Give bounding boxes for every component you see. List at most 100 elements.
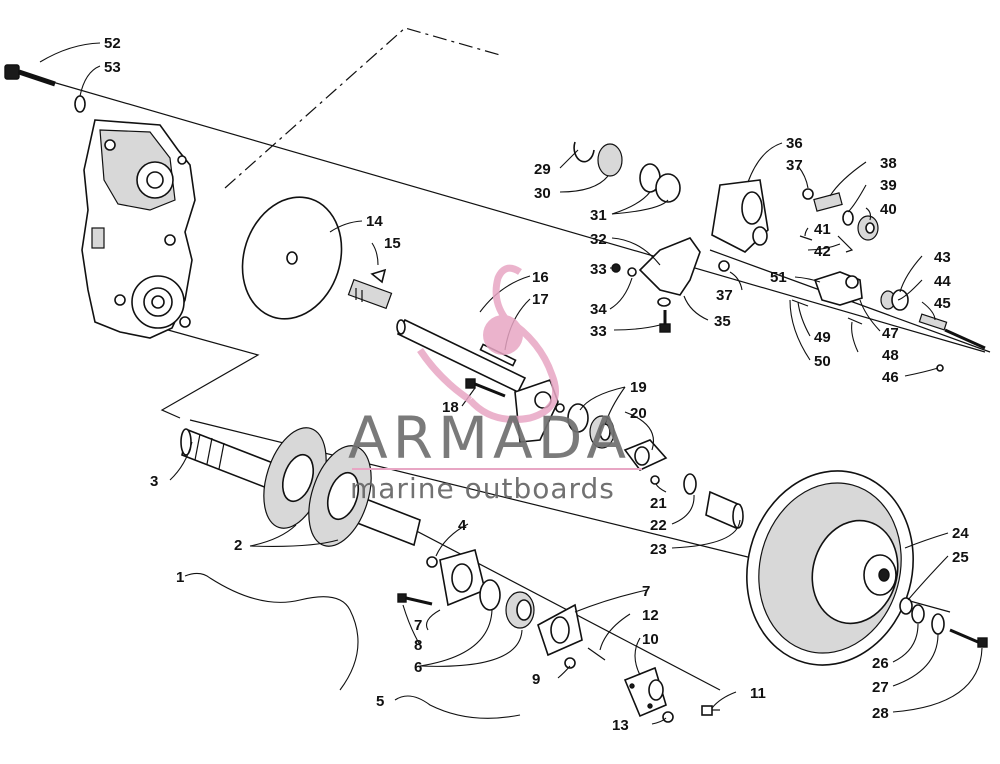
brake-disc-14 — [241, 196, 343, 320]
nut-21 — [650, 475, 660, 485]
bracket-32 — [638, 237, 701, 296]
callout-13: 13 — [612, 717, 629, 734]
gear-case-housing — [81, 119, 196, 339]
callout-20: 20 — [630, 405, 647, 422]
leader-lines — [39, 42, 983, 725]
callout-14: 14 — [366, 213, 383, 230]
adjuster-40 — [857, 215, 879, 241]
long-bolt-52 — [4, 64, 56, 87]
nut-13 — [662, 711, 674, 723]
bearing-bracket — [514, 378, 565, 443]
bearing-flange-7b — [537, 603, 583, 657]
ball-37a — [802, 188, 814, 200]
washer-34b — [657, 297, 671, 307]
splined-hub — [347, 278, 393, 310]
callout-3: 3 — [150, 473, 158, 490]
grease-fitting-11 — [701, 705, 720, 716]
key-15 — [370, 268, 387, 284]
end-plate-10 — [623, 666, 667, 718]
callout-47: 47 — [882, 325, 899, 342]
callout-27: 27 — [872, 679, 889, 696]
callout-50: 50 — [814, 353, 831, 370]
callout-7b: 7 — [642, 583, 650, 600]
callout-40: 40 — [880, 201, 897, 218]
callout-4: 4 — [458, 517, 467, 534]
bolt-33b — [659, 310, 671, 333]
callout-8: 8 — [414, 637, 422, 654]
bolt-33a — [611, 263, 621, 273]
washer-34 — [627, 267, 637, 277]
spring-38 — [813, 192, 843, 212]
watermark-tagline: marine outboards — [350, 472, 615, 505]
callout-22: 22 — [650, 517, 667, 534]
ball-37b — [718, 260, 730, 272]
chaincase-36 — [711, 179, 769, 253]
snap-ring-29 — [573, 141, 595, 163]
washer-39 — [842, 210, 854, 226]
callout-38: 38 — [880, 155, 897, 172]
callout-labels: 52 53 14 15 16 17 18 3 2 1 4 7 8 6 5 7 1… — [104, 35, 969, 734]
callout-19: 19 — [630, 379, 647, 396]
pin-49 — [791, 299, 809, 307]
nut-4 — [426, 556, 438, 568]
callout-49: 49 — [814, 329, 831, 346]
armada-logo-mark — [417, 264, 559, 424]
callout-42: 42 — [814, 243, 831, 260]
callout-28: 28 — [872, 705, 889, 722]
pin-12 — [587, 647, 606, 661]
callout-52: 52 — [104, 35, 121, 52]
bolt-28 — [949, 628, 988, 648]
pin-48 — [847, 317, 863, 325]
callout-51: 51 — [770, 269, 787, 286]
callout-23: 23 — [650, 541, 667, 558]
washer-22 — [683, 473, 697, 495]
armada-watermark: ARMADA marine outboards — [348, 264, 642, 505]
callout-45: 45 — [934, 295, 951, 312]
key-41 — [799, 235, 813, 241]
spring-44 — [918, 313, 948, 331]
callout-30: 30 — [534, 185, 551, 202]
callout-35: 35 — [714, 313, 731, 330]
drive-sprocket-2b — [308, 445, 372, 547]
callout-16: 16 — [532, 269, 549, 286]
bearing-6b — [505, 591, 535, 629]
callout-9: 9 — [532, 671, 540, 688]
nut-43 — [891, 289, 909, 311]
callout-12: 12 — [642, 607, 659, 624]
washer-26 — [911, 604, 925, 624]
adjuster-rod-45 — [944, 328, 986, 350]
callout-15: 15 — [384, 235, 401, 252]
bearing-flange-7a — [439, 549, 486, 607]
callout-39: 39 — [880, 177, 897, 194]
callout-10: 10 — [642, 631, 659, 648]
callout-32: 32 — [590, 231, 607, 248]
spacer-23 — [705, 490, 744, 530]
cotter-42 — [837, 235, 854, 253]
callout-7a: 7 — [414, 617, 422, 634]
bearing-6a — [479, 579, 501, 611]
callout-33b: 33 — [590, 323, 607, 340]
bolt-18 — [465, 378, 506, 398]
callout-37a: 37 — [786, 157, 803, 174]
clamp-51 — [813, 271, 863, 306]
callout-48: 48 — [882, 347, 899, 364]
callout-41: 41 — [814, 221, 831, 238]
callout-6: 6 — [414, 659, 422, 676]
callout-2: 2 — [234, 537, 242, 554]
callout-44: 44 — [934, 273, 951, 290]
callout-34: 34 — [590, 301, 607, 318]
callout-21: 21 — [650, 495, 667, 512]
callout-43: 43 — [934, 249, 951, 266]
callout-53: 53 — [104, 59, 121, 76]
callout-1: 1 — [176, 569, 184, 586]
callout-31: 31 — [590, 207, 607, 224]
washer-53 — [74, 95, 86, 113]
watermark-brand: ARMADA — [348, 404, 631, 472]
callout-11: 11 — [750, 685, 766, 702]
callout-37b: 37 — [716, 287, 733, 304]
callout-18: 18 — [442, 399, 459, 416]
washer-27 — [931, 613, 945, 635]
bearing-31 — [639, 163, 681, 203]
callout-36: 36 — [786, 135, 803, 152]
